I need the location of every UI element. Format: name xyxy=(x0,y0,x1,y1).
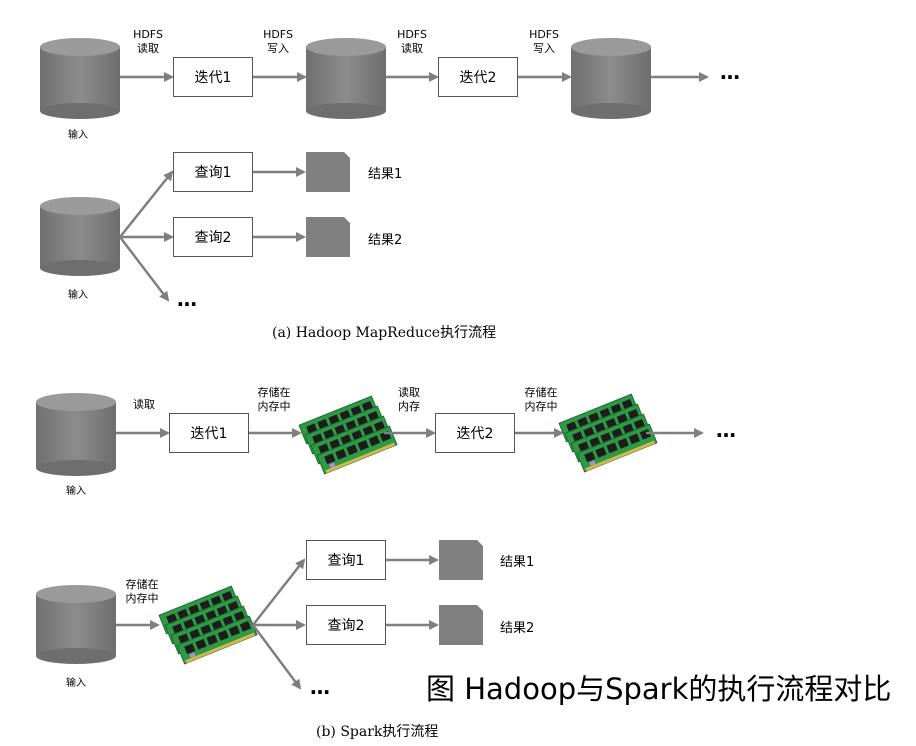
label-store-mem-b3: 存储在 内存中 xyxy=(125,578,159,605)
label-hdfs-read-2: HDFS 读取 xyxy=(397,28,427,55)
cylinder-mid-a1 xyxy=(306,38,386,119)
result-label-a1: 结果1 xyxy=(368,167,403,182)
ellipsis-b2: … xyxy=(310,675,331,699)
query-box-a1: 查询1 xyxy=(173,152,253,192)
label-hdfs-read-1: HDFS 读取 xyxy=(133,28,163,55)
label-input-a2: 输入 xyxy=(68,290,88,301)
result-label-b1: 结果1 xyxy=(500,555,535,570)
iteration-box-a2: 迭代2 xyxy=(438,57,518,97)
label-read-b: 读取 xyxy=(133,398,155,411)
ellipsis-b1: … xyxy=(716,418,737,442)
result-doc-b2 xyxy=(439,605,483,645)
arrow-a-branch3 xyxy=(119,236,170,302)
iteration-box-a1: 迭代1 xyxy=(173,57,253,97)
cylinder-input-a1 xyxy=(40,38,120,119)
label-input-b1: 输入 xyxy=(66,486,86,497)
query-box-b1: 查询1 xyxy=(306,540,386,580)
arrow-b-branch3 xyxy=(251,624,302,690)
result-doc-b1 xyxy=(439,540,483,580)
cylinder-mid-a2 xyxy=(571,38,651,119)
label-store-mem-b2: 存储在 内存中 xyxy=(524,386,558,413)
label-store-mem-b1: 存储在 内存中 xyxy=(257,386,291,413)
ellipsis-a2: … xyxy=(177,287,198,311)
ram-icon-b3 xyxy=(159,586,257,664)
label-read-mem-b: 读取 内存 xyxy=(398,386,420,413)
label-input-b2: 输入 xyxy=(66,678,86,689)
figure-title: 图 Hadoop与Spark的执行流程对比 xyxy=(426,672,892,706)
cylinder-input-b2 xyxy=(36,585,116,664)
ram-icon-b2 xyxy=(559,394,657,472)
iteration-box-b2: 迭代2 xyxy=(435,413,515,453)
iteration-box-b1: 迭代1 xyxy=(169,413,249,453)
ram-icon-b1 xyxy=(299,396,397,474)
result-label-a2: 结果2 xyxy=(368,233,403,248)
caption-b: (b) Spark执行流程 xyxy=(316,724,439,740)
cylinder-input-a2 xyxy=(40,197,120,276)
label-hdfs-write-1: HDFS 写入 xyxy=(263,28,293,55)
arrow-a-branch1 xyxy=(119,170,174,238)
result-label-b2: 结果2 xyxy=(500,621,535,636)
caption-a: (a) Hadoop MapReduce执行流程 xyxy=(272,325,497,341)
arrow-b-branch1 xyxy=(252,558,306,626)
ellipsis-a1: … xyxy=(720,60,741,84)
result-doc-a1 xyxy=(306,152,350,192)
query-box-b2: 查询2 xyxy=(306,605,386,645)
query-box-a2: 查询2 xyxy=(173,217,253,257)
label-hdfs-write-2: HDFS 写入 xyxy=(529,28,559,55)
result-doc-a2 xyxy=(306,217,350,257)
label-input-a1: 输入 xyxy=(68,130,88,141)
cylinder-input-b1 xyxy=(36,393,116,476)
